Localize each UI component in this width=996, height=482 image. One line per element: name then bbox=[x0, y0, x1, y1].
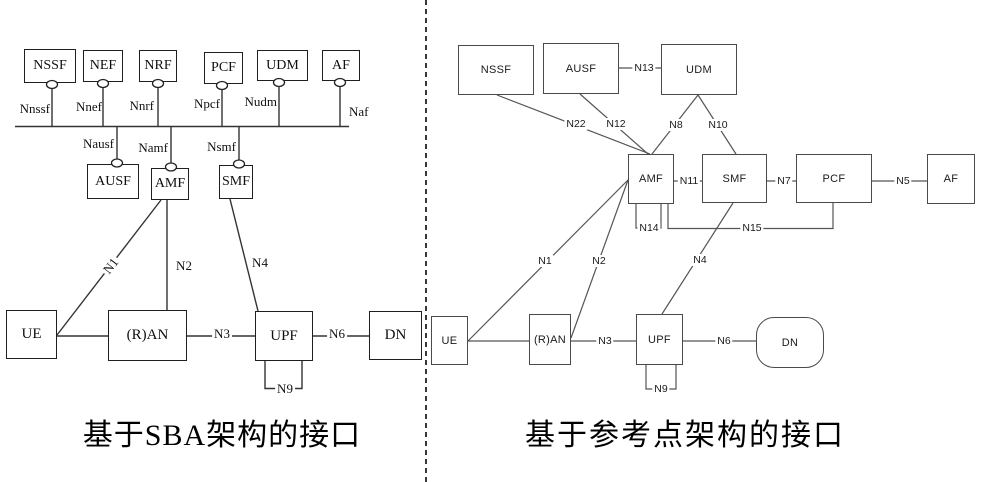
right-node-dn: DN bbox=[756, 317, 824, 368]
left-edge-label-n9: N9 bbox=[275, 381, 295, 397]
left-label-naf: Naf bbox=[349, 104, 369, 119]
right-node-udm: UDM bbox=[661, 44, 737, 95]
left-edge-label-n2: N2 bbox=[176, 258, 192, 273]
left-label-nausf: Nausf bbox=[82, 136, 114, 151]
right-edge-label-n1: N1 bbox=[536, 255, 554, 267]
left-label-nnef: Nnef bbox=[76, 99, 102, 114]
left-node-ausf: AUSF bbox=[87, 164, 139, 199]
left-label-nnssf: Nnssf bbox=[19, 101, 50, 116]
left-label-namf: Namf bbox=[138, 140, 168, 155]
right-node-ausf: AUSF bbox=[543, 43, 619, 94]
right-node-ran: (R)AN bbox=[529, 314, 571, 365]
right-node-upf: UPF bbox=[636, 314, 683, 365]
right-edge-label-n9: N9 bbox=[652, 383, 670, 395]
right-edge-label-n5: N5 bbox=[894, 175, 912, 187]
right-node-pcf: PCF bbox=[796, 154, 872, 203]
left-node-dn: DN bbox=[369, 311, 422, 360]
left-node-af: AF bbox=[322, 50, 360, 81]
right-edge-label-n14: N14 bbox=[637, 222, 661, 234]
right-edge-label-n15: N15 bbox=[740, 222, 764, 234]
right-edge-label-n7: N7 bbox=[775, 175, 793, 187]
right-edge-label-n8: N8 bbox=[667, 119, 685, 131]
left-node-upf: UPF bbox=[255, 311, 313, 361]
left-node-smf: SMF bbox=[219, 165, 253, 199]
left-edge-label-n4: N4 bbox=[252, 255, 268, 270]
right-edge-label-n22: N22 bbox=[564, 118, 588, 130]
right-edge-label-n2: N2 bbox=[590, 255, 608, 267]
left-node-ue: UE bbox=[6, 310, 57, 359]
left-node-ran: (R)AN bbox=[108, 310, 187, 361]
right-edge-label-n12: N12 bbox=[604, 118, 628, 130]
left-node-udm: UDM bbox=[257, 50, 308, 81]
right-node-ue: UE bbox=[431, 316, 468, 365]
left-label-nsmf: Nsmf bbox=[207, 139, 236, 154]
right-edge-label-n13: N13 bbox=[632, 62, 656, 74]
left-label-nnrf: Nnrf bbox=[129, 98, 154, 113]
right-node-smf: SMF bbox=[702, 154, 767, 203]
right-node-nssf: NSSF bbox=[458, 45, 534, 95]
left-node-nrf: NRF bbox=[139, 50, 177, 82]
right-edge-label-n4: N4 bbox=[691, 254, 709, 266]
right-diagram-caption: 基于参考点架构的接口 bbox=[525, 419, 845, 452]
right-edge-label-n6: N6 bbox=[715, 335, 733, 347]
left-node-pcf: PCF bbox=[204, 52, 243, 84]
left-diagram-caption: 基于SBA架构的接口 bbox=[82, 419, 362, 452]
right-edge-label-n11: N11 bbox=[677, 175, 701, 187]
left-label-nudm: Nudm bbox=[244, 94, 278, 109]
left-label-npcf: Npcf bbox=[194, 96, 220, 111]
right-node-af: AF bbox=[927, 154, 975, 204]
left-edge-label-n3: N3 bbox=[212, 326, 232, 342]
left-edge-n4 bbox=[229, 198, 259, 312]
right-node-amf: AMF bbox=[628, 154, 674, 204]
left-edge-label-n6: N6 bbox=[327, 326, 347, 342]
left-node-nef: NEF bbox=[83, 50, 123, 82]
right-edge-label-n10: N10 bbox=[706, 119, 730, 131]
right-edge-label-n3: N3 bbox=[596, 335, 614, 347]
